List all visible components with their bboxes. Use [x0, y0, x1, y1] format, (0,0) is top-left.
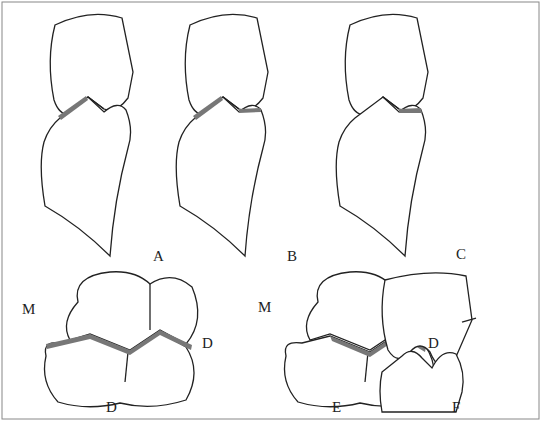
figure-letter: M — [22, 302, 35, 317]
occlusion-b — [176, 14, 268, 256]
figure-letter: C — [456, 247, 466, 262]
figure-letter: B — [287, 249, 297, 264]
figure-letter: D — [202, 336, 213, 351]
occlusion-a — [41, 14, 133, 256]
figure-letter: A — [153, 249, 164, 264]
figure-letter: M — [258, 300, 271, 315]
frame — [2, 2, 539, 419]
figure-letter: E — [332, 400, 341, 415]
figure-letter: D — [106, 400, 117, 415]
figure-letter: D — [428, 336, 439, 351]
occlusion-c — [336, 14, 428, 256]
occlusion-d — [45, 272, 198, 407]
figure-letter: F — [452, 400, 460, 415]
occlusion-f — [380, 273, 476, 412]
